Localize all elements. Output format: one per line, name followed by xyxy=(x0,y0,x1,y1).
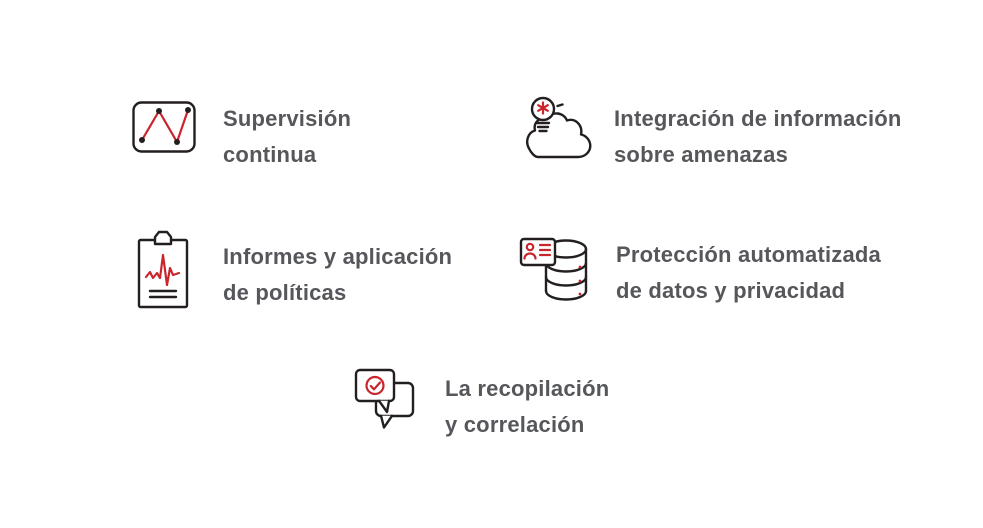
feature-label-line: Informes y aplicación xyxy=(223,244,453,269)
feature-label-line: Protección automatizada xyxy=(616,242,881,267)
feature-label-line: Integración de información xyxy=(614,106,902,131)
feature-label: La recopilación y correlación xyxy=(445,371,609,443)
front-chat-bubble xyxy=(354,368,396,414)
id-card xyxy=(519,237,557,267)
line-chart-icon xyxy=(131,100,197,154)
feature-label-line: y correlación xyxy=(445,412,585,437)
feature-label: Supervisión continua xyxy=(223,101,351,173)
feature-label: Protección automatizada de datos y priva… xyxy=(616,237,881,309)
database-id-card-icon xyxy=(519,233,595,305)
feature-label-line: de políticas xyxy=(223,280,347,305)
cloud-threat-bulb-icon xyxy=(523,96,595,166)
chat-check-icon xyxy=(354,368,416,430)
feature-label-line: La recopilación xyxy=(445,376,610,401)
clipboard-pulse-icon xyxy=(136,228,190,310)
feature-label-line: sobre amenazas xyxy=(614,142,788,167)
feature-label: Integración de información sobre amenaza… xyxy=(614,101,902,173)
threat-virus-glyph xyxy=(537,101,549,115)
feature-label: Informes y aplicación de políticas xyxy=(223,239,452,311)
feature-label-line: continua xyxy=(223,142,317,167)
feature-label-line: de datos y privacidad xyxy=(616,278,846,303)
feature-label-line: Supervisión xyxy=(223,106,352,131)
